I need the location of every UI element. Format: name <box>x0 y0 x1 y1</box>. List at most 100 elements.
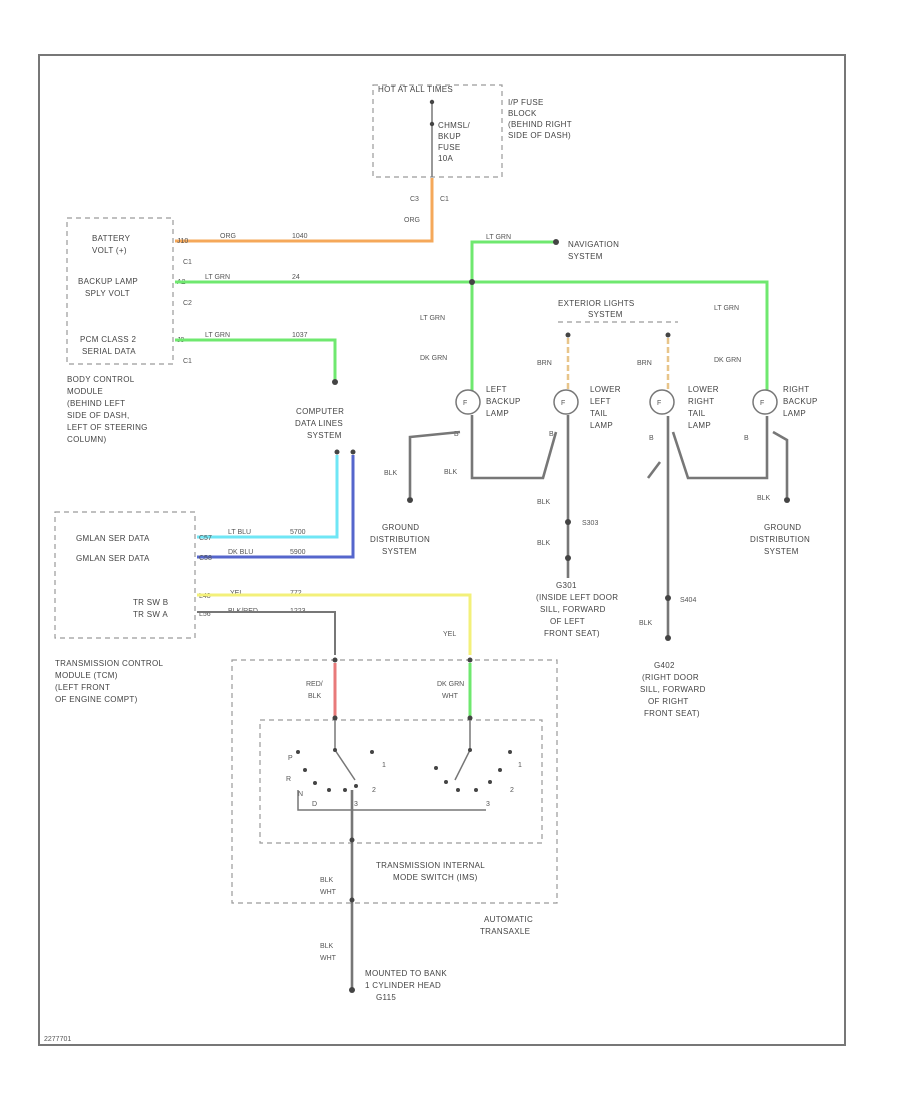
wire-label-j9-circuit: 1037 <box>292 332 308 339</box>
computer-data-label: COMPUTER DATA LINES SYSTEM <box>295 407 347 440</box>
lamp2-bottom-wire: BRN <box>537 360 552 367</box>
wire-label-a2-circuit: 24 <box>292 274 300 281</box>
ground-left-backup <box>408 430 461 497</box>
blk-label-3: BLK <box>537 499 551 506</box>
blk-label-4: BLK <box>537 540 551 547</box>
fuse-location: I/P FUSE BLOCK (BEHIND RIGHT SIDE OF DAS… <box>508 98 574 140</box>
right-backup-lamp: F RIGHT BACKUP LAMP B <box>744 385 817 442</box>
fuse-header: HOT AT ALL TIMES <box>378 85 453 94</box>
ground-right-backup <box>772 430 789 497</box>
svg-text:3: 3 <box>486 801 490 808</box>
splice-backup <box>469 279 475 285</box>
g301-label: G301 (INSIDE LEFT DOOR SILL, FORWARD OF … <box>536 581 621 638</box>
g115-connector <box>349 987 355 993</box>
transaxle-outline <box>231 659 558 904</box>
wire-label-c57-circuit: 5700 <box>290 529 306 536</box>
blk-wht-lower: BLK WHT <box>320 943 337 962</box>
ground-lower-right <box>671 416 769 480</box>
bcm-description: BODY CONTROL MODULE (BEHIND LEFT SIDE OF… <box>67 375 150 444</box>
tcm-pin-trsw-b: TR SW B <box>133 598 168 607</box>
tcm-pin-c57: C57 <box>199 535 212 542</box>
connector-c3: C3 <box>410 196 419 203</box>
left-backup-lamp-label: LEFT BACKUP LAMP <box>486 385 523 418</box>
data-lines-conn-blue <box>350 449 356 455</box>
splice-s303 <box>565 519 571 525</box>
fuse-block-outline <box>372 84 503 178</box>
data-lines-connector <box>332 379 338 385</box>
wire-label-c57-color: LT BLU <box>228 529 251 536</box>
transaxle-name: AUTOMATIC TRANSAXLE <box>480 915 536 936</box>
tcm-pin-gmlan-1: GMLAN SER DATA <box>76 534 150 543</box>
wire-pcm-class2 <box>175 338 337 380</box>
svg-text:F: F <box>657 400 661 407</box>
svg-text:B: B <box>549 431 554 438</box>
bcm-conn-c1b: C1 <box>183 358 192 365</box>
lamp1-top-wire: LT GRN <box>420 315 445 322</box>
blk-label-6: BLK <box>639 620 653 627</box>
ims-switch-right: 1 2 3 <box>434 720 522 808</box>
wire-orange <box>175 178 434 243</box>
fuse-dot <box>429 99 435 105</box>
bcm-conn-c2: C2 <box>183 300 192 307</box>
trans-yel-label: YEL <box>443 631 456 638</box>
navigation-label: NAVIGATION SYSTEM <box>568 240 622 261</box>
trans-conn-right-mid <box>467 715 473 721</box>
ground-dist-right: GROUND DISTRIBUTION SYSTEM <box>750 523 813 556</box>
wire-trsw-a-blkred <box>197 611 336 655</box>
bcm-pin-battery: BATTERY VOLT (+) <box>92 234 133 255</box>
g115-label: MOUNTED TO BANK 1 CYLINDER HEAD G115 <box>365 969 450 1002</box>
wire-navigation <box>470 240 555 282</box>
lamp4-bottom-wire: DK GRN <box>714 357 741 364</box>
trans-conn-bottom-1 <box>349 837 355 843</box>
wire-label-bcm-j10-circuit: 1040 <box>292 233 308 240</box>
trans-conn-left-top <box>332 657 338 663</box>
svg-text:2: 2 <box>372 787 376 794</box>
ext-conn-right <box>665 332 671 338</box>
dk-grn-wht-label: DK GRN WHT <box>437 681 466 700</box>
blk-label-5: BLK <box>757 495 771 502</box>
ground-left-connector <box>407 497 413 503</box>
bcm-pin-pcm: PCM CLASS 2 SERIAL DATA <box>80 335 139 356</box>
bcm-conn-c1: C1 <box>183 259 192 266</box>
wire-gmlan-dk-blu <box>197 455 355 559</box>
g402-connector <box>665 635 671 641</box>
red-blk-label: RED/ BLK <box>306 681 325 700</box>
trans-conn-left-mid <box>332 715 338 721</box>
lamp3-bottom-wire: BRN <box>637 360 652 367</box>
svg-text:F: F <box>760 400 764 407</box>
wire-gmlan-lt-blu <box>197 455 339 539</box>
wire-trsw-b-yel <box>197 593 472 655</box>
svg-text:B: B <box>454 431 459 438</box>
svg-text:1: 1 <box>382 762 386 769</box>
tcm-pin-gmlan-2: GMLAN SER DATA <box>76 554 150 563</box>
wire-label-c58-circuit: 5900 <box>290 549 306 556</box>
splice-s404 <box>665 595 671 601</box>
wire-label-j9-color: LT GRN <box>205 332 230 339</box>
bcm-pin-backup: BACKUP LAMP SPLY VOLT <box>78 277 140 298</box>
tcm-description: TRANSMISSION CONTROL MODULE (TCM) (LEFT … <box>55 659 165 704</box>
g301-connector <box>565 555 571 561</box>
lower-right-tail-lamp-label: LOWER RIGHT TAIL LAMP <box>688 385 721 430</box>
svg-text:B: B <box>744 435 749 442</box>
splice-s303-label: S303 <box>582 520 598 527</box>
fuse-wire-color: ORG <box>404 217 420 224</box>
ground-dist-left: GROUND DISTRIBUTION SYSTEM <box>370 523 433 556</box>
svg-text:3: 3 <box>354 801 358 808</box>
exterior-lights-label: EXTERIOR LIGHTS SYSTEM <box>558 299 637 319</box>
tcm-pin-l56: L56 <box>199 611 211 618</box>
svg-text:F: F <box>463 400 467 407</box>
wire-label-bcm-j10-color: ORG <box>220 233 236 240</box>
blk-label-1: BLK <box>384 470 398 477</box>
trans-conn-bottom-2 <box>349 897 355 903</box>
diagram-id: 2277701 <box>44 1036 71 1043</box>
data-lines-conn-cyan <box>334 449 340 455</box>
lower-left-tail-lamp-label: LOWER LEFT TAIL LAMP <box>590 385 623 430</box>
fuse-dot <box>429 121 435 127</box>
ground-tail-link <box>470 415 558 480</box>
wire-label-a2-color: LT GRN <box>205 274 230 281</box>
svg-text:B: B <box>649 435 654 442</box>
g402-label: G402 (RIGHT DOOR SILL, FORWARD OF RIGHT … <box>640 661 708 718</box>
svg-text:R: R <box>286 776 291 783</box>
diagram-border <box>38 54 846 1046</box>
tcm-pin-c58: C58 <box>199 555 212 562</box>
